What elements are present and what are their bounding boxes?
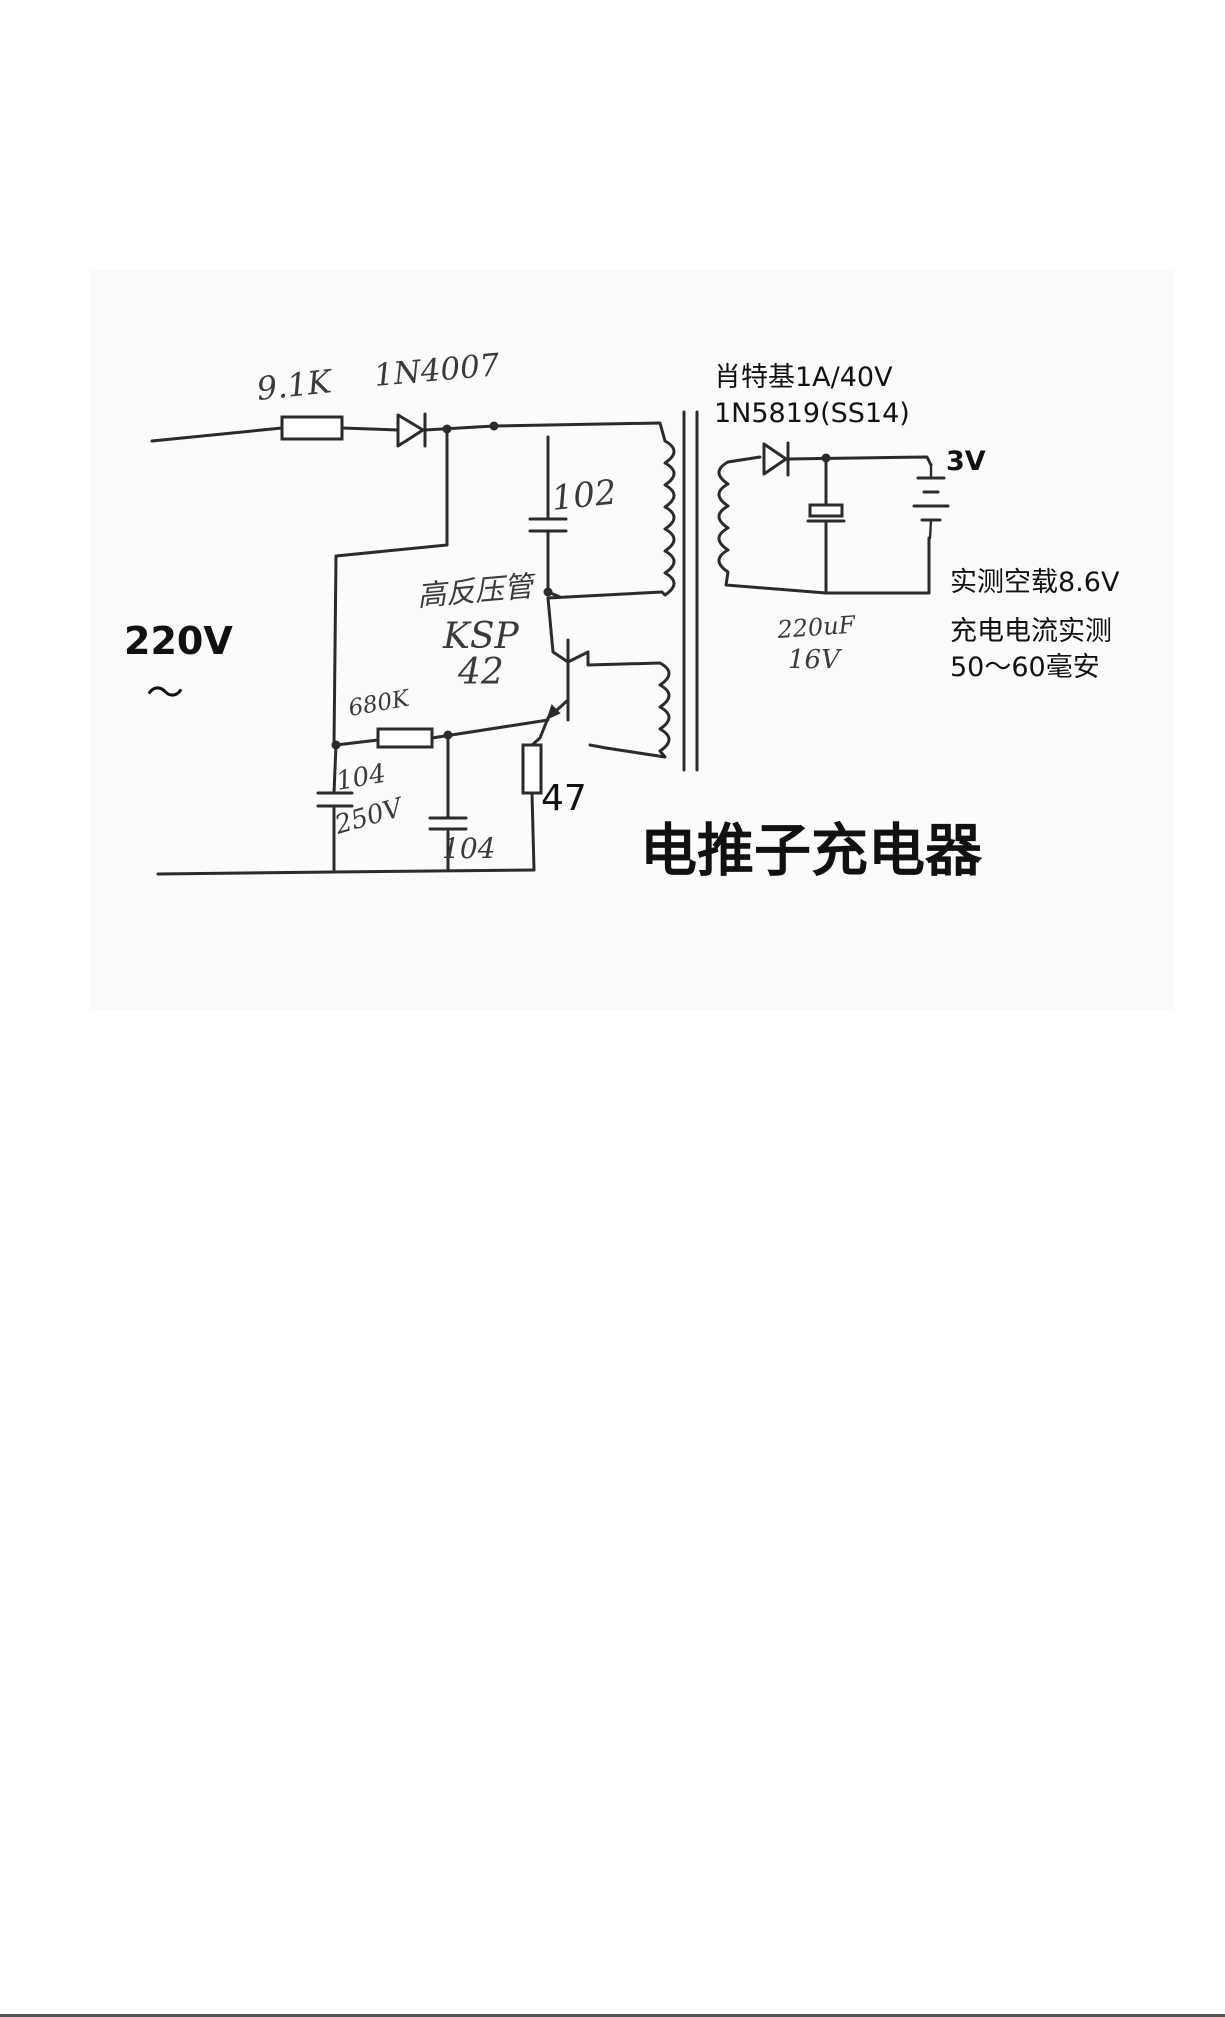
label-q1-num: 42 — [457, 652, 504, 693]
label-r1: 9.1K — [255, 362, 335, 408]
label-schottky-2: 1N5819(SS14) — [714, 398, 910, 429]
label-schottky-1: 肖特基1A/40V — [714, 362, 893, 393]
resistor-680k — [378, 729, 432, 747]
wire-r1-d1 — [342, 428, 398, 430]
label-cap-out-volt: 16V — [788, 645, 842, 675]
label-c1: 102 — [550, 472, 619, 519]
label-no-load: 实测空载8.6V — [950, 567, 1120, 598]
wire-r47-down — [532, 793, 534, 870]
label-mains-voltage: 220V — [124, 619, 233, 663]
diagram-title: 电推子充电器 — [640, 818, 983, 884]
label-current-1: 充电电流实测 — [950, 616, 1112, 647]
resistor-47 — [523, 745, 541, 793]
label-r3: 47 — [541, 778, 587, 819]
label-battery: 3V — [946, 446, 986, 477]
label-mains-symbol: ～ — [146, 671, 184, 715]
label-c3: 104 — [442, 832, 495, 865]
label-q1-model: KSP — [442, 616, 520, 657]
label-current-2: 50～60毫安 — [950, 652, 1100, 683]
node-dot — [545, 589, 552, 596]
label-cap-out-val: 220uF — [775, 611, 857, 645]
resistor-9k1 — [282, 417, 342, 439]
